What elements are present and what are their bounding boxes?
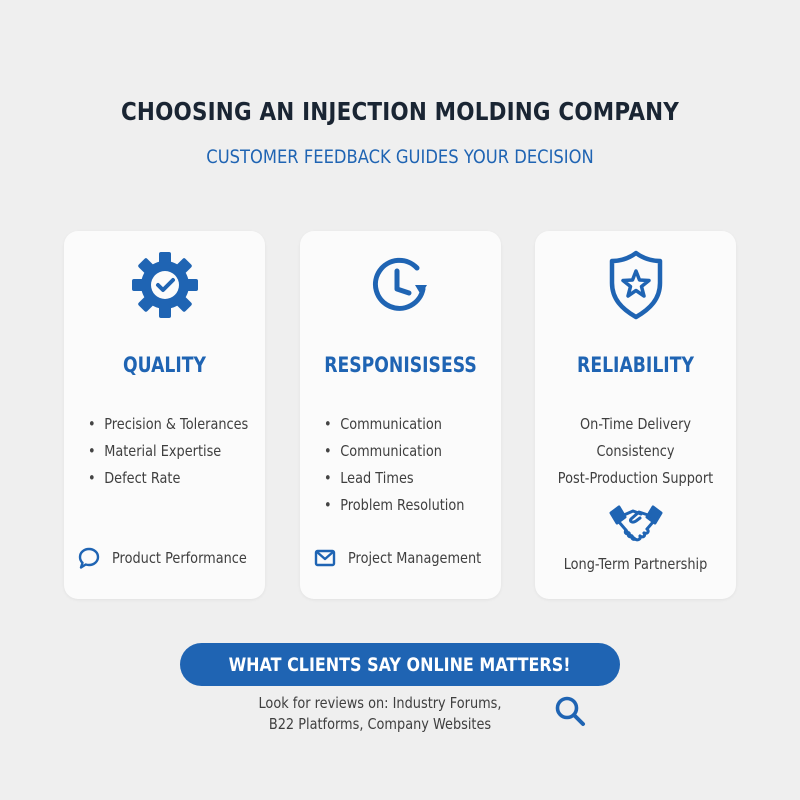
clients-banner: WHAT CLIENTS SAY ONLINE MATTERS! bbox=[180, 643, 620, 686]
card-responsiveness: RESPONISISESS Communication Communicatio… bbox=[300, 231, 501, 599]
criteria-list: Communication Communication Lead Times P… bbox=[324, 411, 487, 519]
card-footer: Product Performance bbox=[78, 547, 269, 569]
shield-star-icon bbox=[609, 250, 662, 320]
card-reliability: RELIABILITY On-Time Delivery Consistency… bbox=[535, 231, 736, 599]
card-heading: RESPONISISESS bbox=[324, 353, 477, 377]
clock-refresh-icon bbox=[372, 257, 427, 311]
card-heading: QUALITY bbox=[122, 353, 207, 377]
list-item: Communication bbox=[324, 411, 464, 438]
review-sources-line-2: B22 Platforms, Company Websites bbox=[268, 715, 492, 733]
list-item: Consistency bbox=[596, 442, 675, 460]
list-item: Communication bbox=[324, 438, 464, 465]
mail-icon bbox=[314, 549, 336, 567]
banner-text: WHAT CLIENTS SAY ONLINE MATTERS! bbox=[229, 653, 571, 676]
card-heading: RELIABILITY bbox=[577, 353, 694, 377]
criteria-list: Precision & Tolerances Material Expertis… bbox=[88, 411, 274, 492]
handshake-icon bbox=[609, 505, 662, 542]
review-sources: Look for reviews on: Industry Forums, B2… bbox=[210, 693, 550, 735]
search-icon bbox=[555, 696, 585, 726]
review-sources-line-1: Look for reviews on: Industry Forums, bbox=[258, 694, 502, 712]
chat-bubble-icon bbox=[78, 547, 100, 569]
list-item: Precision & Tolerances bbox=[88, 411, 248, 438]
footer-label: Long-Term Partnership bbox=[563, 555, 708, 573]
gear-check-icon bbox=[131, 252, 198, 318]
list-item: On-Time Delivery bbox=[579, 415, 692, 433]
criteria-list: On-Time Delivery Consistency Post-Produc… bbox=[535, 411, 736, 492]
list-item: Material Expertise bbox=[88, 438, 248, 465]
page-subtitle: CUSTOMER FEEDBACK GUIDES YOUR DECISION bbox=[206, 146, 594, 168]
list-item: Problem Resolution bbox=[324, 492, 464, 519]
card-footer: Project Management bbox=[314, 547, 503, 569]
footer-label: Product Performance bbox=[112, 549, 247, 567]
list-item: Defect Rate bbox=[88, 465, 248, 492]
footer-label: Project Management bbox=[348, 549, 482, 567]
page-title: CHOOSING AN INJECTION MOLDING COMPANY bbox=[120, 97, 680, 126]
list-item: Lead Times bbox=[324, 465, 464, 492]
list-item: Post-Production Support bbox=[557, 469, 714, 487]
card-quality: QUALITY Precision & Tolerances Material … bbox=[64, 231, 265, 599]
